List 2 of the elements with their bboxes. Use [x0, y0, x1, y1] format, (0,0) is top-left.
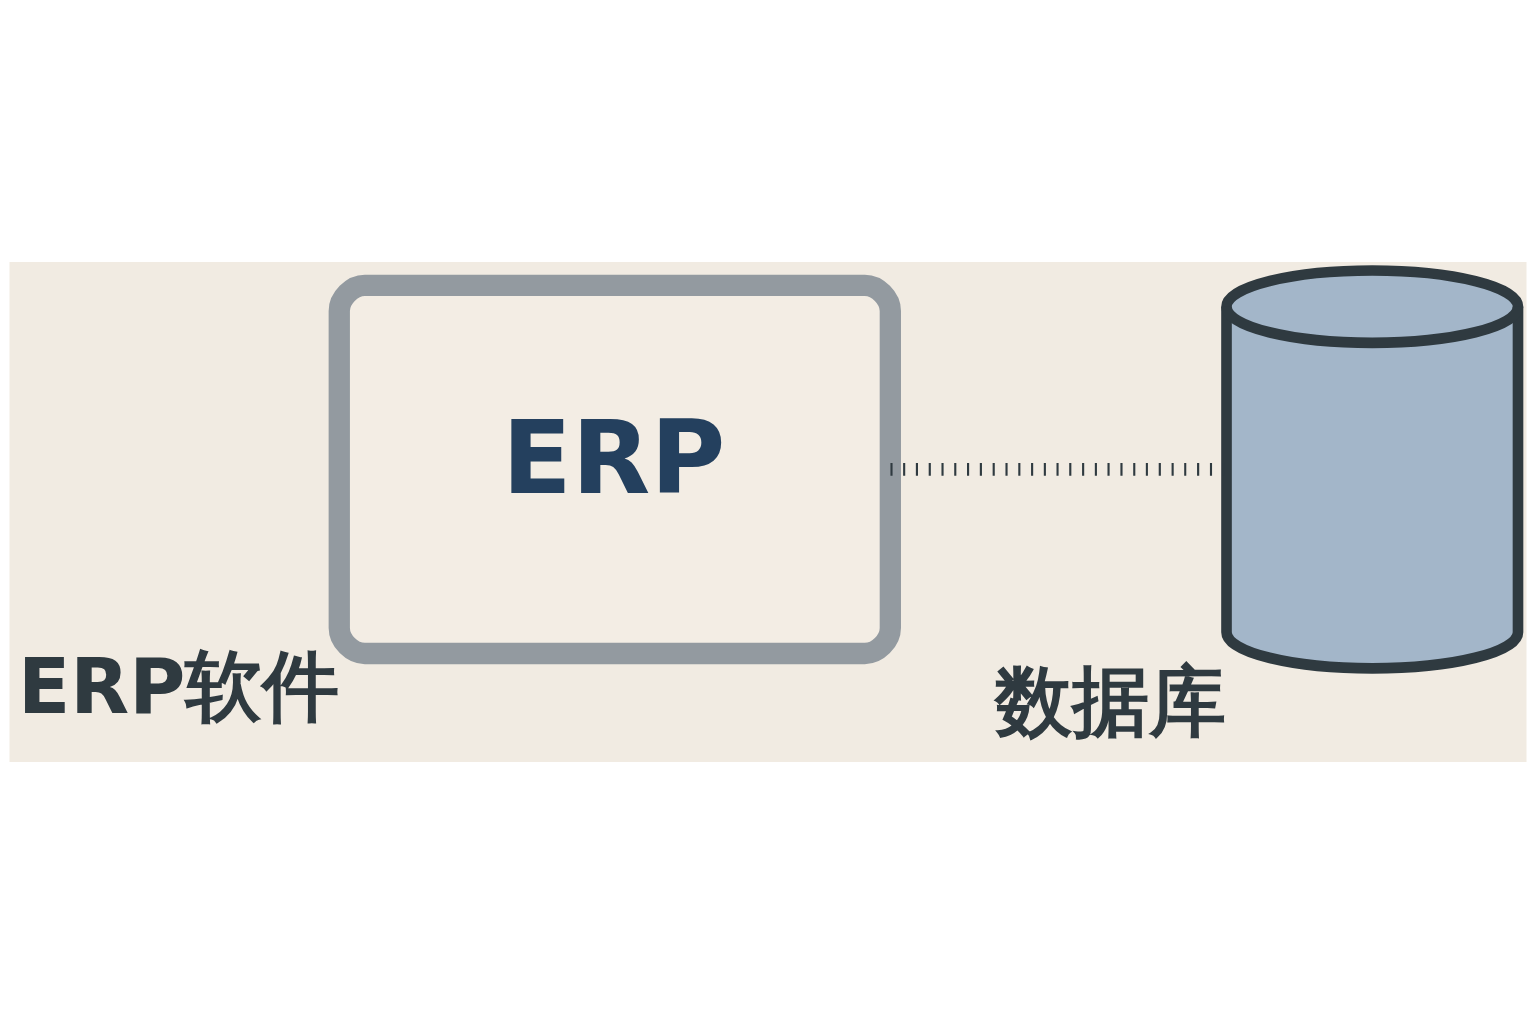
- node-box: ERP: [328, 274, 901, 665]
- node-label: 数据库: [994, 656, 1226, 746]
